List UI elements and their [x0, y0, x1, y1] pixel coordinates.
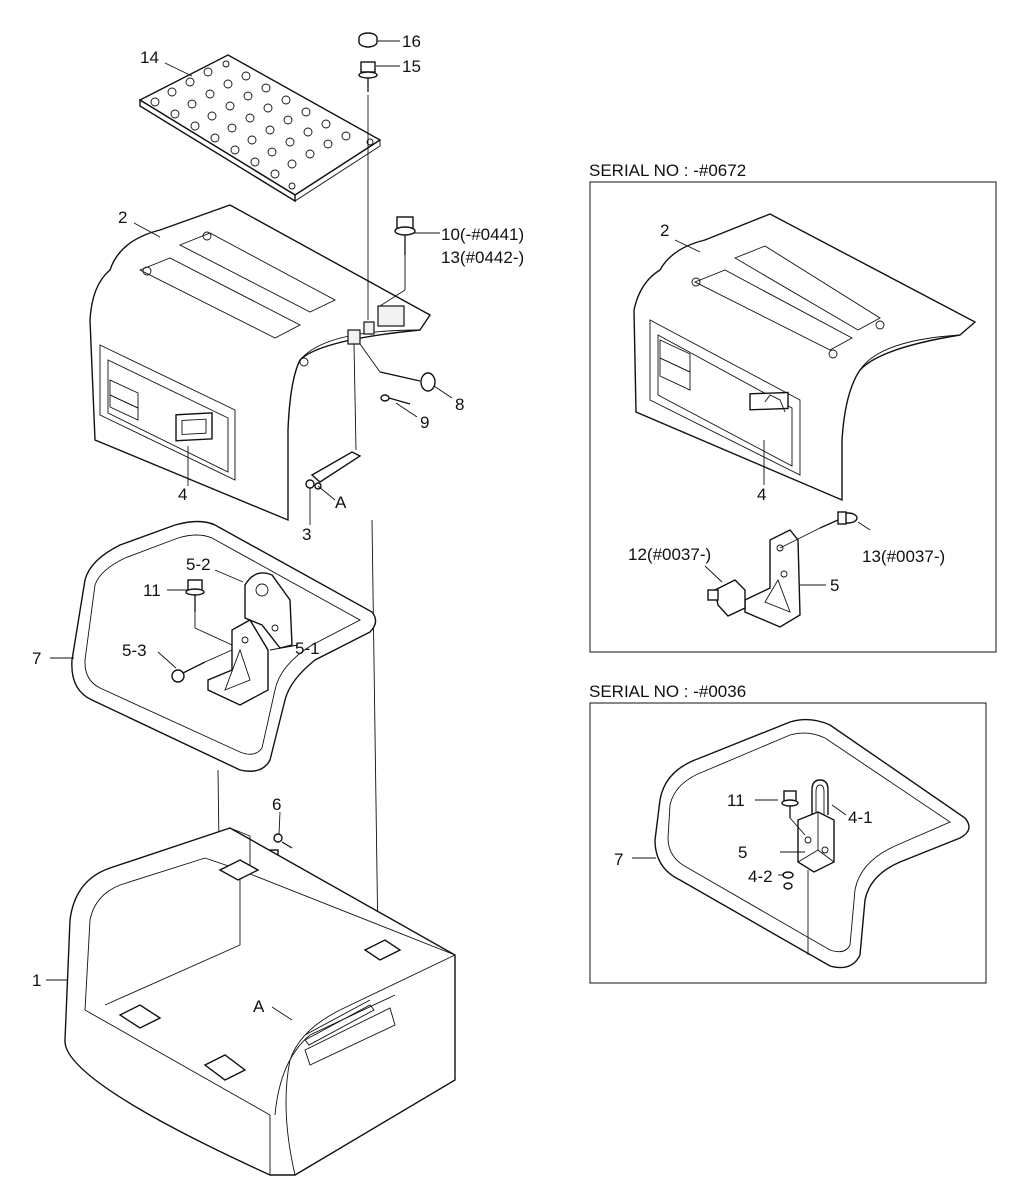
- inset-top-label-2: 2: [660, 221, 669, 240]
- inset-top-label-12: 12(#0037-): [628, 545, 711, 564]
- label-10: 10(-#0441): [441, 225, 524, 244]
- inset-bottom-border: [589, 702, 987, 984]
- label-a-bottom: A: [253, 997, 265, 1016]
- base-frame: [64, 827, 456, 1176]
- label-15: 15: [402, 57, 421, 76]
- label-6: 6: [272, 795, 281, 814]
- label-4: 4: [178, 485, 187, 504]
- inset-bottom-label-4-2: 4-2: [748, 867, 773, 886]
- label-11: 11: [143, 581, 161, 600]
- inset-serial-0036: SERIAL NO : -#0036: [589, 682, 987, 984]
- inset-latch-12: [707, 579, 746, 617]
- hood-stay: [305, 343, 362, 490]
- inset-top-label-4: 4: [757, 485, 766, 504]
- inset-bottom-label-4-1: 4-1: [848, 808, 873, 827]
- inset-bottom-label-7: 7: [614, 850, 623, 869]
- label-16: 16: [402, 32, 421, 51]
- inset-ubolt-4-1: [811, 779, 829, 815]
- guide-line: [371, 519, 379, 946]
- inset-top-label-5: 5: [830, 576, 839, 595]
- label-a-top: A: [335, 493, 347, 512]
- hood-hinge-block: [347, 305, 405, 345]
- inset-bracket-5: [744, 529, 801, 628]
- label-14: 14: [140, 48, 159, 67]
- clip-9: [380, 394, 411, 405]
- main-assembly: [64, 32, 456, 1176]
- hinge-assembly: [171, 572, 293, 706]
- main-labels: 14 16 15 2 10(-#0441) 13(#0442-) 8 9 4 3…: [32, 32, 524, 1016]
- label-9: 9: [420, 413, 429, 432]
- cap-nut: [358, 32, 378, 48]
- engine-hood: [89, 204, 432, 522]
- bolt-15: [358, 61, 378, 92]
- inset-top-label-13: 13(#0037-): [862, 547, 945, 566]
- inset-bottom-label-11: 11: [727, 791, 745, 810]
- inset-bottom-title: SERIAL NO : -#0036: [589, 682, 746, 701]
- inset-top-border: [589, 181, 997, 653]
- pin-8: [359, 343, 436, 392]
- inset-bottom-label-5: 5: [738, 843, 747, 862]
- label-8: 8: [455, 395, 464, 414]
- inset-serial-0672: SERIAL NO : -#0672: [589, 161, 997, 653]
- inset-top-title: SERIAL NO : -#0672: [589, 161, 746, 180]
- main-leaders: [46, 40, 453, 1021]
- label-13: 13(#0442-): [441, 248, 524, 267]
- inset-hood: [633, 213, 977, 502]
- label-5-1: 5-1: [295, 639, 320, 658]
- inset-bracket-5: [797, 811, 835, 873]
- label-5-2: 5-2: [186, 555, 211, 574]
- label-1: 1: [32, 971, 41, 990]
- label-5-3: 5-3: [122, 641, 147, 660]
- inset-bolt-11: [781, 790, 806, 836]
- inset-bolt-13: [779, 511, 858, 549]
- label-7: 7: [32, 649, 41, 668]
- frame-7: [71, 520, 377, 772]
- label-2: 2: [118, 208, 127, 227]
- bolt-10: [379, 216, 416, 307]
- label-3: 3: [302, 525, 311, 544]
- perforated-plate: [138, 54, 382, 203]
